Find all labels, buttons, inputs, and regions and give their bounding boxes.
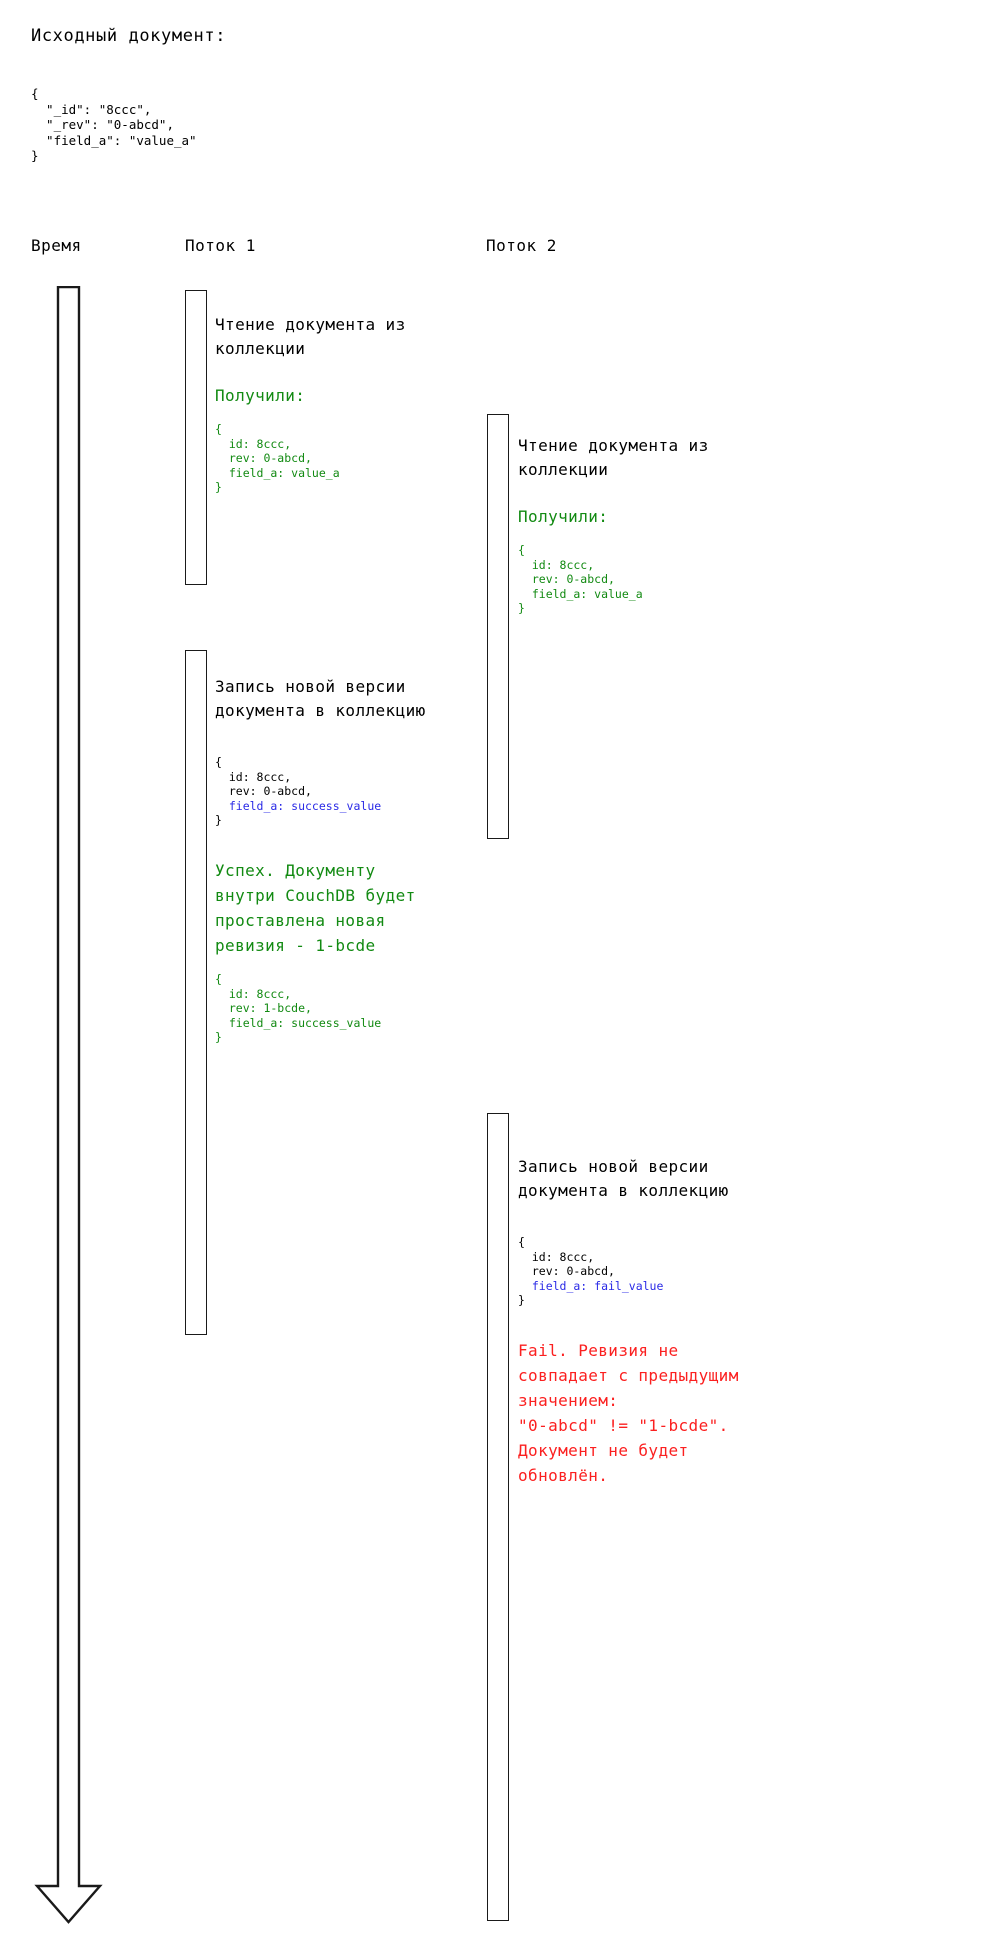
thread-1-write-code-tail: } xyxy=(215,813,222,828)
thread-1-write-code-highlight: field_a: success_value xyxy=(215,798,382,813)
thread-2-step-write: Запись новой версии документа в коллекци… xyxy=(518,1155,818,1488)
thread-1-read-result-code: { id: 8ccc, rev: 0-abcd, field_a: value_… xyxy=(215,422,340,495)
thread-2-activation-bar-2 xyxy=(487,1113,509,1921)
column-header-thread-2: Поток 2 xyxy=(486,236,557,255)
thread-1-write-payload-code: { id: 8ccc, rev: 0-abcd, field_a: succes… xyxy=(215,755,495,828)
thread-1-step-write: Запись новой версии документа в коллекци… xyxy=(215,675,495,1045)
source-document-code: { "_id": "8ccc", "_rev": "0-abcd", "fiel… xyxy=(31,86,197,164)
time-axis-arrow-icon xyxy=(26,286,116,1926)
thread-1-write-code-head: { id: 8ccc, rev: 0-abcd, xyxy=(215,755,312,799)
thread-1-read-title: Чтение документа из коллекции xyxy=(215,315,406,358)
thread-2-read-title: Чтение документа из коллекции xyxy=(518,436,709,479)
thread-2-write-payload-code: { id: 8ccc, rev: 0-abcd, field_a: fail_v… xyxy=(518,1235,818,1308)
page-title: Исходный документ: xyxy=(31,26,227,46)
thread-2-write-code-highlight: field_a: fail_value xyxy=(518,1278,664,1293)
thread-1-write-title: Запись новой версии документа в коллекци… xyxy=(215,677,426,720)
thread-1-read-result-label: Получили: xyxy=(215,386,306,405)
thread-2-read-result-label: Получили: xyxy=(518,507,609,526)
column-header-thread-1: Поток 1 xyxy=(185,236,256,255)
thread-1-stored-document-code: { id: 8ccc, rev: 1-bcde, field_a: succes… xyxy=(215,971,382,1045)
thread-1-activation-bar-1 xyxy=(185,290,207,585)
thread-2-write-outcome: Fail. Ревизия не совпадает с предыдущим … xyxy=(518,1340,739,1485)
thread-2-write-title: Запись новой версии документа в коллекци… xyxy=(518,1157,729,1200)
column-header-time: Время xyxy=(31,236,82,255)
thread-1-activation-bar-2 xyxy=(185,650,207,1335)
thread-2-step-read: Чтение документа из коллекции Получили: … xyxy=(518,434,788,616)
thread-2-read-result-code: { id: 8ccc, rev: 0-abcd, field_a: value_… xyxy=(518,543,643,616)
thread-1-step-read: Чтение документа из коллекции Получили: … xyxy=(215,313,480,495)
thread-2-write-code-tail: } xyxy=(518,1293,525,1308)
thread-2-write-code-head: { id: 8ccc, rev: 0-abcd, xyxy=(518,1235,615,1279)
thread-2-activation-bar-1 xyxy=(487,414,509,839)
thread-1-write-outcome: Успех. Документу внутри CouchDB будет пр… xyxy=(215,860,416,955)
